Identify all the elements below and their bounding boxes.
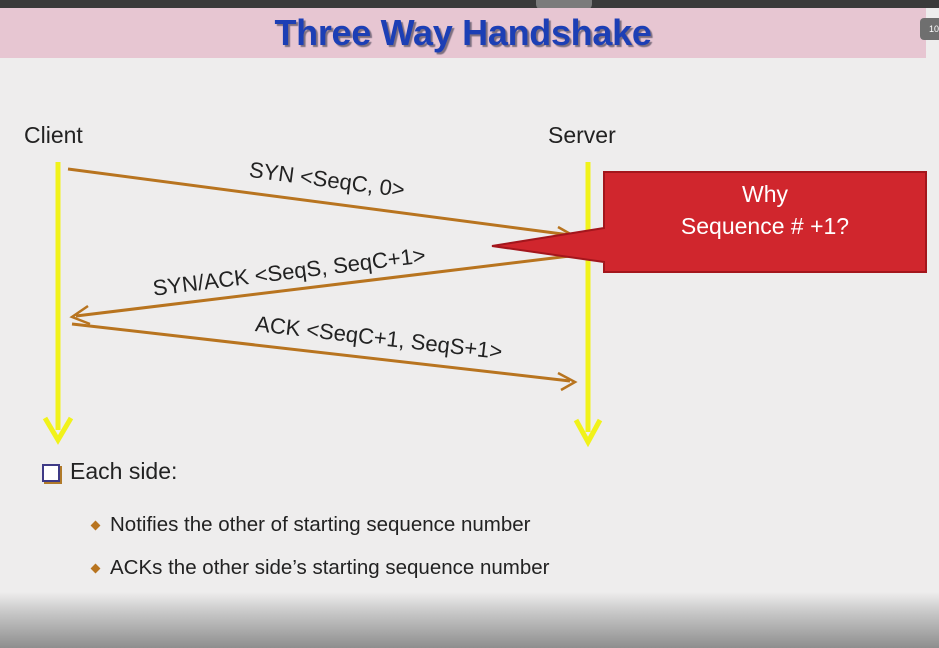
question-callout bbox=[491, 171, 927, 273]
ack-label: ACK <SeqC+1, SeqS+1> bbox=[254, 311, 504, 364]
syn-ack-label: SYN/ACK <SeqS, SeqC+1> bbox=[151, 242, 427, 300]
callout-line-1: Why bbox=[742, 181, 788, 207]
client-lifeline bbox=[42, 162, 74, 445]
diamond-bullet-icon bbox=[90, 563, 101, 573]
ack-arrow bbox=[71, 322, 578, 392]
top-bar bbox=[0, 0, 939, 8]
sub-bullet-notify: Notifies the other of starting sequence … bbox=[90, 513, 531, 537]
title-band bbox=[0, 8, 926, 58]
each-side-text: Each side: bbox=[70, 458, 178, 484]
bottom-shadow-bar bbox=[0, 592, 939, 648]
checkbox-bullet-icon bbox=[42, 463, 60, 482]
syn-ack-arrow bbox=[69, 253, 579, 326]
page-number-badge: 10 bbox=[920, 18, 939, 40]
slide-title: Three Way Handshake bbox=[274, 12, 652, 53]
server-lifeline bbox=[573, 162, 603, 448]
sub-bullet-text: ACKs the other side’s starting sequence … bbox=[110, 556, 550, 579]
top-bar-tab bbox=[536, 0, 592, 10]
each-side-bullet: Each side: bbox=[42, 458, 177, 485]
server-label: Server bbox=[548, 122, 616, 148]
diamond-bullet-icon bbox=[90, 520, 101, 530]
callout-line-2: Sequence # +1? bbox=[680, 213, 850, 239]
sub-bullet-ack: ACKs the other side’s starting sequence … bbox=[90, 556, 550, 580]
client-label: Client bbox=[24, 122, 83, 148]
callout-text: Why Sequence # +1? bbox=[604, 178, 926, 242]
sub-bullet-text: Notifies the other of starting sequence … bbox=[110, 513, 531, 536]
